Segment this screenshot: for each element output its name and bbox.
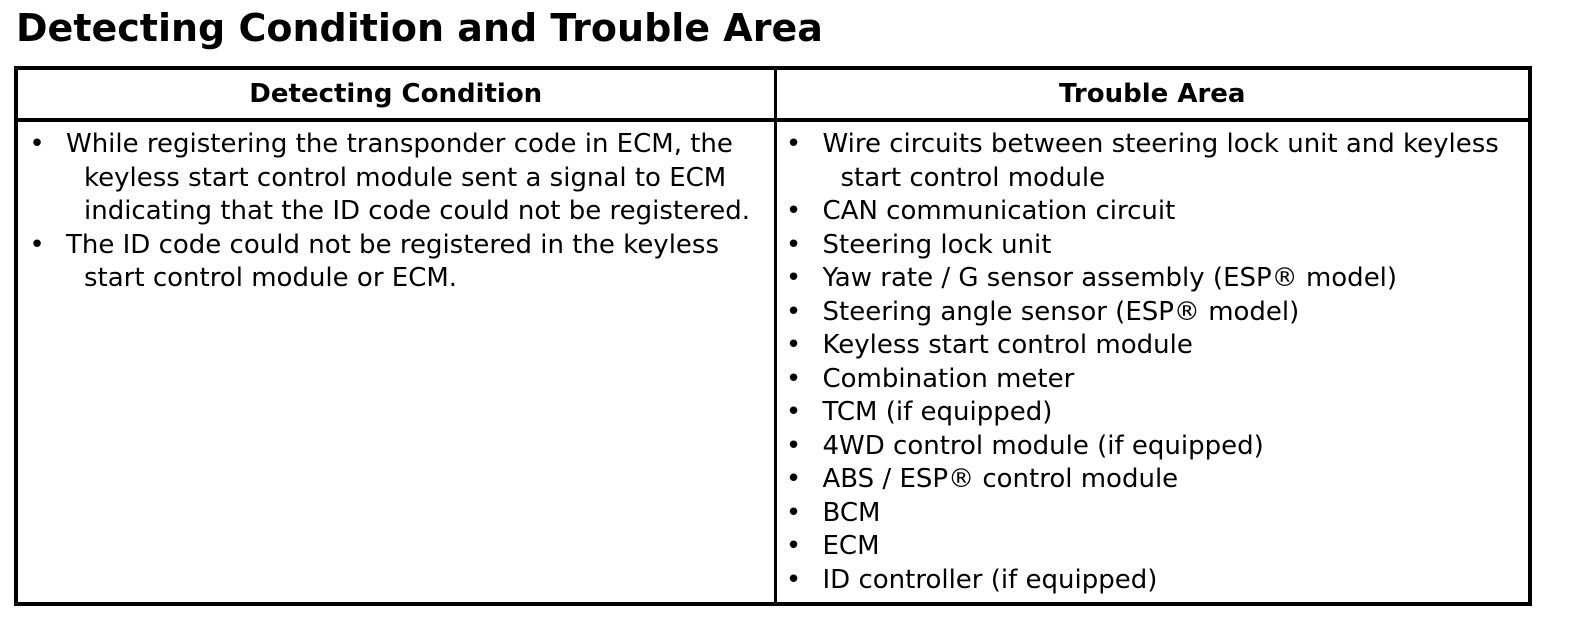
- detecting-condition-list: • While registering the transponder code …: [18, 128, 774, 296]
- list-item: • The ID code could not be registered in …: [18, 229, 774, 296]
- list-item-text: Steering angle sensor (ESP® model): [822, 296, 1300, 327]
- bullet-icon: •: [785, 497, 802, 528]
- table-header-row: Detecting Condition Trouble Area: [18, 70, 1528, 122]
- trouble-area-cell: • Wire circuits between steering lock uni…: [775, 120, 1528, 602]
- bullet-icon: •: [785, 564, 802, 595]
- list-item: • Steering lock unit: [777, 229, 1529, 263]
- trouble-area-list: • Wire circuits between steering lock uni…: [777, 128, 1529, 597]
- list-item: • 4WD control module (if equipped): [777, 430, 1529, 464]
- list-item-text: Steering lock unit: [822, 229, 1052, 260]
- list-item-text: ID controller (if equipped): [822, 564, 1158, 595]
- list-item: • Wire circuits between steering lock uni…: [777, 128, 1529, 195]
- list-item: • Steering angle sensor (ESP® model): [777, 296, 1529, 330]
- list-item: • ID controller (if equipped): [777, 564, 1529, 598]
- list-item: • TCM (if equipped): [777, 396, 1529, 430]
- list-item-text: ABS / ESP® control module: [822, 464, 1179, 494]
- bullet-icon: •: [785, 531, 802, 561]
- bullet-icon: •: [785, 464, 802, 494]
- list-item: • BCM: [777, 497, 1529, 531]
- header-trouble-area: Trouble Area: [775, 70, 1528, 122]
- trouble-table-grid: Detecting Condition Trouble Area • While …: [18, 70, 1528, 602]
- list-item-text: TCM (if equipped): [822, 397, 1053, 427]
- bullet-icon: •: [29, 229, 45, 260]
- bullet-icon: •: [785, 263, 802, 293]
- bullet-icon: •: [785, 196, 802, 226]
- list-item-text: Wire circuits between steering lock unit…: [822, 129, 1499, 193]
- list-item: • CAN communication circuit: [777, 195, 1529, 229]
- list-item-text: Combination meter: [822, 363, 1075, 394]
- list-item-text: Yaw rate / G sensor assembly (ESP® model…: [822, 263, 1398, 293]
- bullet-icon: •: [29, 129, 45, 159]
- list-item: • ABS / ESP® control module: [777, 463, 1529, 497]
- bullet-icon: •: [785, 397, 802, 427]
- bullet-icon: •: [785, 296, 802, 327]
- list-item: • Combination meter: [777, 363, 1529, 397]
- table-row: • While registering the transponder code …: [18, 120, 1528, 602]
- list-item-text: CAN communication circuit: [822, 196, 1176, 226]
- list-item: • Keyless start control module: [777, 329, 1529, 363]
- page-title: Detecting Condition and Trouble Area: [16, 6, 823, 50]
- list-item: • ECM: [777, 530, 1529, 564]
- list-item-text: Keyless start control module: [822, 330, 1193, 360]
- list-item-text: ECM: [822, 531, 880, 561]
- bullet-icon: •: [785, 363, 802, 394]
- bullet-icon: •: [785, 330, 802, 360]
- detecting-condition-cell: • While registering the transponder code …: [18, 120, 777, 602]
- list-item-text: While registering the transponder code i…: [66, 129, 750, 226]
- header-detecting-condition: Detecting Condition: [18, 70, 777, 122]
- bullet-icon: •: [785, 430, 802, 461]
- list-item: • Yaw rate / G sensor assembly (ESP® mode…: [777, 262, 1529, 296]
- list-item-text: The ID code could not be registered in t…: [66, 229, 720, 294]
- list-item-text: 4WD control module (if equipped): [822, 430, 1264, 461]
- list-item: • While registering the transponder code …: [18, 128, 774, 229]
- list-item-text: BCM: [822, 497, 881, 528]
- trouble-table: Detecting Condition Trouble Area • While …: [14, 66, 1532, 606]
- bullet-icon: •: [785, 129, 802, 159]
- bullet-icon: •: [785, 229, 802, 260]
